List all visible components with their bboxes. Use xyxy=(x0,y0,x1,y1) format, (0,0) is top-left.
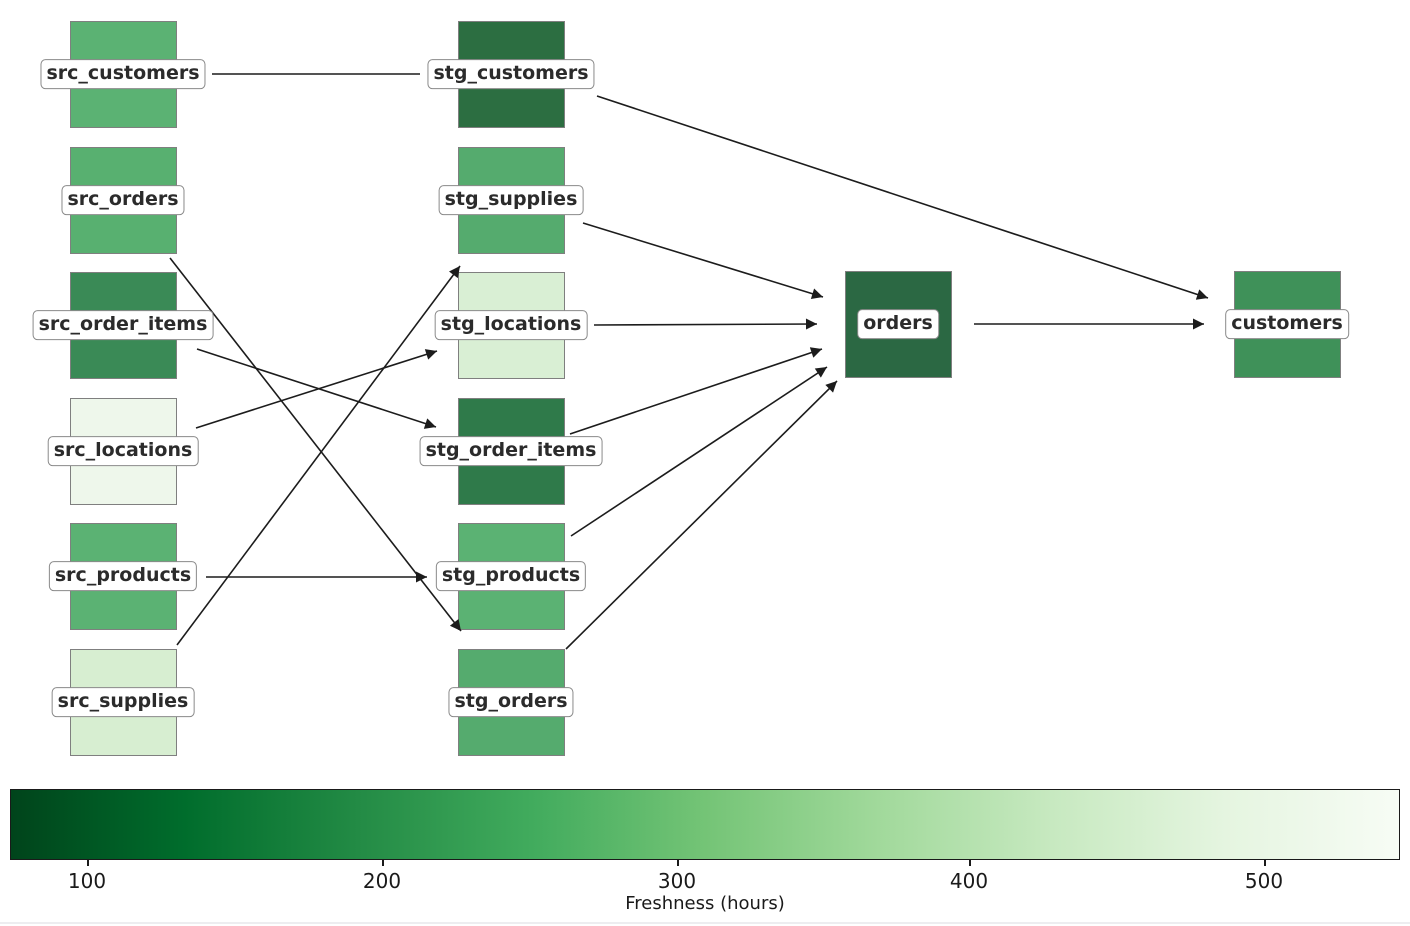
dag-edge-src_supplies-to-stg_supplies xyxy=(176,265,461,646)
colorbar-tick-300 xyxy=(677,860,679,866)
colorbar-ticklabel-400: 400 xyxy=(949,869,989,893)
dag-edge-src_locations-to-stg_locations xyxy=(195,349,438,429)
colorbar: 100 200 300 400 500 Freshness (hours) xyxy=(10,789,1400,926)
colorbar-ticklabel-500: 500 xyxy=(1244,869,1284,893)
colorbar-gradient xyxy=(10,789,1400,860)
colorbar-tick-100 xyxy=(87,860,89,866)
dag-edge-stg_products-to-orders xyxy=(570,366,828,537)
figure-bottom-edge xyxy=(0,922,1410,924)
dag-node-label-src_supplies: src_supplies xyxy=(51,687,195,717)
dag-edge-stg_supplies-to-orders xyxy=(582,222,824,300)
dag-node-label-stg_orders: stg_orders xyxy=(448,687,574,717)
edge-group xyxy=(169,73,1209,650)
dag-node-label-src_products: src_products xyxy=(48,561,198,591)
dag-node-label-customers: customers xyxy=(1225,309,1349,339)
colorbar-ticklabel-300: 300 xyxy=(657,869,697,893)
colorbar-tick-400 xyxy=(969,860,971,866)
colorbar-tick-500 xyxy=(1264,860,1266,866)
dag-node-label-stg_locations: stg_locations xyxy=(434,310,588,340)
dag-node-label-stg_order_items: stg_order_items xyxy=(419,436,603,466)
dag-node-label-src_locations: src_locations xyxy=(47,436,199,466)
colorbar-ticklabel-100: 100 xyxy=(67,869,107,893)
colorbar-axis-label: Freshness (hours) xyxy=(625,893,785,914)
colorbar-tick-200 xyxy=(382,860,384,866)
dag-edge-src_order_items-to-stg_order_items xyxy=(196,348,437,429)
dag-node-label-src_order_items: src_order_items xyxy=(32,310,214,340)
dag-edge-stg_customers-to-customers xyxy=(596,95,1209,300)
colorbar-ticklabel-200: 200 xyxy=(362,869,402,893)
dag-node-label-stg_supplies: stg_supplies xyxy=(438,185,584,215)
dag-node-label-src_orders: src_orders xyxy=(61,185,185,215)
dag-edge-stg_locations-to-orders xyxy=(593,318,818,330)
dag-edge-stg_orders-to-orders xyxy=(565,380,838,650)
dag-node-label-stg_products: stg_products xyxy=(435,561,587,591)
dag-node-label-orders: orders xyxy=(857,309,939,339)
dag-edge-stg_order_items-to-orders xyxy=(569,347,823,435)
dag-edge-src_orders-to-stg_orders xyxy=(169,257,462,632)
dag-node-label-stg_customers: stg_customers xyxy=(427,59,595,89)
dag-node-label-src_customers: src_customers xyxy=(40,59,206,89)
